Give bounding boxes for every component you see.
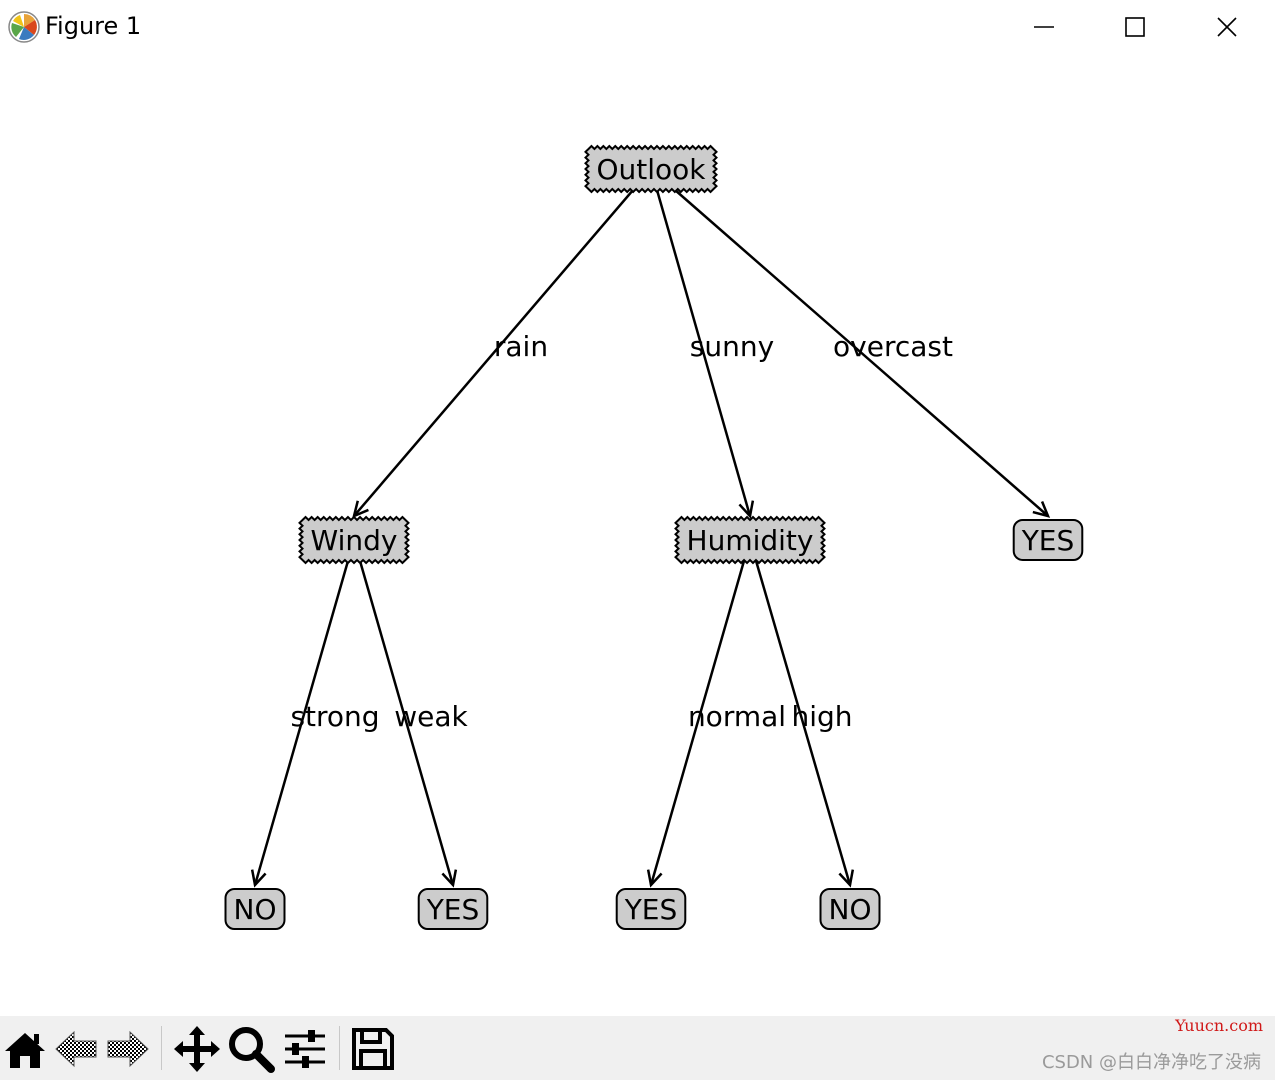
matplotlib-logo-icon [8, 11, 40, 43]
edge-arrowhead [441, 869, 458, 888]
edge-windy-no-strong: strong [250, 539, 380, 888]
edge-line [649, 168, 752, 517]
leaf-node-box [819, 888, 881, 930]
toolbar-separator [339, 1026, 340, 1070]
edge-line [352, 539, 455, 886]
zoom-icon[interactable] [226, 1024, 276, 1074]
leaf-node-box [224, 888, 286, 930]
edge-line [650, 168, 1049, 517]
edge-line [748, 539, 852, 886]
close-button[interactable] [1181, 0, 1273, 54]
edge-windy-yes-weak: weak [352, 539, 469, 888]
node-no-strong: NO [224, 888, 286, 930]
leaf-node-box [1012, 519, 1084, 561]
edge-line [649, 539, 752, 886]
window-title: Figure 1 [45, 12, 142, 40]
edge-outlook-yes-overcast: overcast [650, 168, 1051, 518]
edge-label: sunny [690, 330, 774, 363]
edge-line [253, 539, 356, 886]
node-yes-overcast: YES [1012, 519, 1084, 561]
configure-subplots-icon[interactable] [280, 1024, 330, 1074]
forward-arrow-icon[interactable] [102, 1024, 152, 1074]
edge-arrowhead [838, 869, 855, 888]
edge-label: overcast [833, 330, 953, 363]
leaf-node-box [615, 888, 687, 930]
node-label: YES [426, 893, 480, 926]
minimize-button[interactable] [998, 0, 1090, 54]
edge-label: strong [290, 700, 379, 733]
node-label: Outlook [596, 153, 706, 186]
edge-outlook-humidity: sunny [649, 168, 774, 519]
minimize-icon [1034, 26, 1054, 28]
node-windy: Windy [298, 515, 410, 565]
decision-node-box [298, 515, 410, 565]
node-label: Humidity [687, 524, 814, 557]
back-arrow-icon[interactable] [52, 1024, 102, 1074]
node-no-high: NO [819, 888, 881, 930]
node-label: YES [624, 893, 678, 926]
node-yes-weak: YES [417, 888, 489, 930]
navigation-toolbar [0, 1016, 1275, 1080]
edge-label: normal [688, 700, 786, 733]
decision-node-box [674, 515, 826, 565]
maximize-button[interactable] [1089, 0, 1181, 54]
edge-label: rain [494, 330, 548, 363]
edge-arrowhead [646, 869, 663, 888]
leaf-node-box [417, 888, 489, 930]
close-icon [1217, 17, 1237, 37]
save-icon[interactable] [348, 1024, 398, 1074]
node-label: NO [234, 893, 277, 926]
watermark-author: CSDN @白白净净吃了没病 [1041, 1052, 1261, 1073]
decision-node-box [584, 144, 718, 194]
node-label: YES [1021, 524, 1075, 557]
node-outlook: Outlook [584, 144, 718, 194]
pan-icon[interactable] [172, 1024, 222, 1074]
edge-humidity-no-high: high [748, 539, 855, 888]
edge-line [353, 168, 652, 517]
node-humidity: Humidity [674, 515, 826, 565]
node-yes-normal: YES [615, 888, 687, 930]
edge-label: high [791, 700, 852, 733]
edge-arrowhead [250, 869, 267, 888]
edge-arrowhead [1032, 501, 1051, 518]
toolbar-separator [161, 1026, 162, 1070]
node-label: Windy [311, 524, 398, 557]
home-icon[interactable] [0, 1024, 50, 1074]
node-label: NO [829, 893, 872, 926]
edge-humidity-yes-normal: normal [646, 539, 786, 888]
edge-outlook-windy: rain [352, 168, 652, 519]
maximize-icon [1125, 17, 1145, 37]
watermark-site: Yuucn.com [1175, 1016, 1263, 1035]
title-bar[interactable]: Figure 1 [0, 0, 1275, 54]
edge-label: weak [394, 700, 468, 733]
edge-arrowhead [738, 500, 755, 519]
